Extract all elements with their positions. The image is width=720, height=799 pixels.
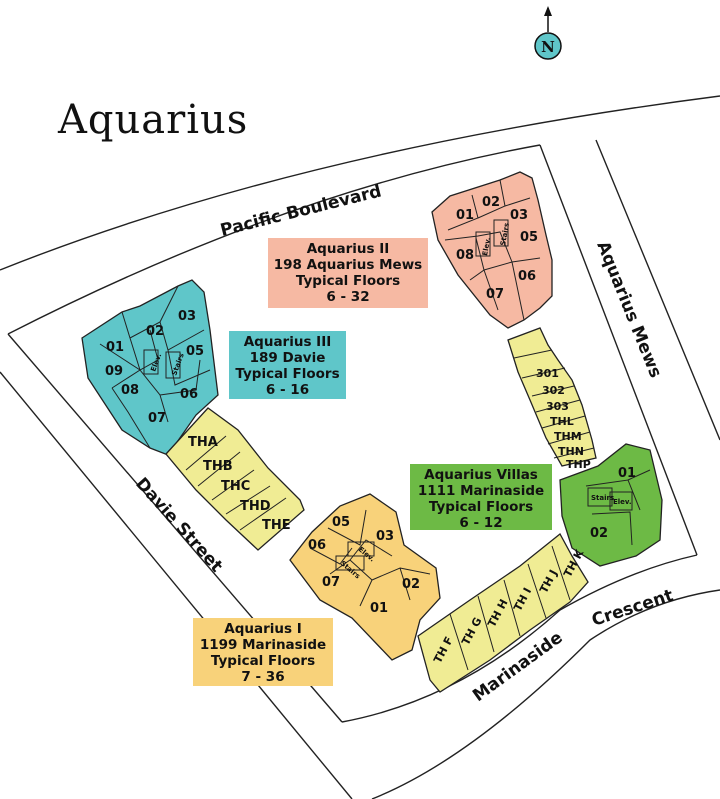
unit-a2-01: 01 xyxy=(456,208,474,223)
unit-a3-02: 02 xyxy=(146,324,164,339)
a3-floors: 6 - 16 xyxy=(265,382,310,398)
unit-a1-05: 05 xyxy=(332,515,350,530)
map-title: Aquarius xyxy=(57,97,248,143)
unit-a3-05: 05 xyxy=(186,344,204,359)
th-303: 303 xyxy=(546,400,569,413)
a2-address: 198 Aquarius Mews xyxy=(273,257,423,273)
a3-floors-label: Typical Floors xyxy=(235,366,340,382)
villas-name: Aquarius Villas xyxy=(424,467,538,483)
unit-a3-01: 01 xyxy=(106,340,124,355)
a2-stairs: Stairs xyxy=(499,222,511,246)
villas-elevator: Elev. xyxy=(613,498,632,506)
street-crescent: Crescent xyxy=(589,586,675,631)
unit-a3-06: 06 xyxy=(180,387,198,402)
marinaside-inner-edge xyxy=(341,554,698,723)
unit-a3-09: 09 xyxy=(105,364,123,379)
th-the: THE xyxy=(262,518,291,533)
a3-name: Aquarius III xyxy=(243,334,332,350)
a1-floors: 7 - 36 xyxy=(241,669,285,685)
unit-a3-07: 07 xyxy=(148,411,166,426)
marinaside-outer-edge xyxy=(371,589,720,799)
unit-a1-01: 01 xyxy=(370,601,388,616)
a1-address: 1199 Marinaside xyxy=(199,637,327,653)
unit-villas-02: 02 xyxy=(590,526,608,541)
unit-a2-05: 05 xyxy=(520,230,538,245)
th-thm: THM xyxy=(554,430,582,443)
street-lines xyxy=(0,95,720,799)
a2-name: Aquarius II xyxy=(306,241,390,257)
aquarius-1-outline xyxy=(289,493,441,661)
townhouses-east-outline xyxy=(507,327,597,467)
townhouses-west-outline xyxy=(165,407,305,551)
townhouses-south-outline xyxy=(417,533,589,693)
th-thd: THD xyxy=(240,499,271,514)
a2-floors: 6 - 32 xyxy=(326,289,370,305)
unit-a1-03: 03 xyxy=(376,529,394,544)
mews-west-edge xyxy=(539,144,698,556)
unit-a1-07: 07 xyxy=(322,575,340,590)
building-aquarius-1: 05 06 03 07 02 01 Elev. Stairs xyxy=(289,493,441,661)
th-thc: THC xyxy=(221,479,250,494)
aquarius-3-outline xyxy=(81,279,219,456)
building-aquarius-2: 01 02 03 05 08 06 07 Elev. Stairs xyxy=(431,171,553,329)
davie-outer-edge xyxy=(0,371,353,799)
th-tha: THA xyxy=(188,435,218,450)
a1-name: Aquarius I xyxy=(224,621,302,637)
a2-floors-label: Typical Floors xyxy=(295,273,401,289)
villas-floors: 6 - 12 xyxy=(459,515,503,531)
north-arrow-icon: N xyxy=(534,6,562,60)
unit-a3-08: 08 xyxy=(121,383,139,398)
th-302: 302 xyxy=(542,384,565,397)
a2-elevator: Elev. xyxy=(481,237,492,257)
villas-stairs: Stairs xyxy=(591,494,614,502)
mews-east-edge xyxy=(595,139,720,441)
th-thl: THL xyxy=(550,415,574,428)
unit-a2-03: 03 xyxy=(510,208,528,223)
th-thn: THN xyxy=(558,445,584,458)
pacific-inner-edge xyxy=(7,144,541,335)
north-letter: N xyxy=(541,38,555,56)
th-301: 301 xyxy=(536,367,559,380)
building-aquarius-3: 02 03 01 05 09 08 06 07 Elev. Stairs xyxy=(81,279,219,456)
villas-floors-label: Typical Floors xyxy=(428,499,534,515)
street-pacific-boulevard: Pacific Boulevard xyxy=(218,181,383,240)
unit-a1-02: 02 xyxy=(402,577,420,592)
a3-address: 189 Davie xyxy=(249,350,326,366)
townhouses-east: 301 302 303 THL THM THN THP xyxy=(507,327,597,471)
a1-floors-label: Typical Floors xyxy=(210,653,316,669)
pacific-outer-edge xyxy=(0,95,720,271)
unit-villas-01: 01 xyxy=(618,466,636,481)
unit-a2-07: 07 xyxy=(486,287,504,302)
label-aquarius-2: Aquarius II 198 Aquarius Mews Typical Fl… xyxy=(268,238,428,308)
label-aquarius-villas: Aquarius Villas 1111 Marinaside Typical … xyxy=(410,464,552,531)
th-thp: THP xyxy=(566,458,591,471)
unit-a3-03: 03 xyxy=(178,309,196,324)
villas-address: 1111 Marinaside xyxy=(417,483,545,499)
label-aquarius-3: Aquarius III 189 Davie Typical Floors 6 … xyxy=(229,331,346,399)
townhouses-west: THA THB THC THD THE xyxy=(165,407,305,551)
villas-outline xyxy=(559,443,663,567)
townhouses-south: TH F TH G TH H TH I TH J TH K xyxy=(417,533,589,693)
building-aquarius-villas: 01 02 Stairs Elev. xyxy=(559,443,663,567)
label-aquarius-1: Aquarius I 1199 Marinaside Typical Floor… xyxy=(193,618,333,686)
unit-a2-06: 06 xyxy=(518,269,536,284)
unit-a2-02: 02 xyxy=(482,195,500,210)
aquarius-2-outline xyxy=(431,171,553,329)
unit-a2-08: 08 xyxy=(456,248,474,263)
unit-a1-06: 06 xyxy=(308,538,326,553)
th-thb: THB xyxy=(203,459,233,474)
